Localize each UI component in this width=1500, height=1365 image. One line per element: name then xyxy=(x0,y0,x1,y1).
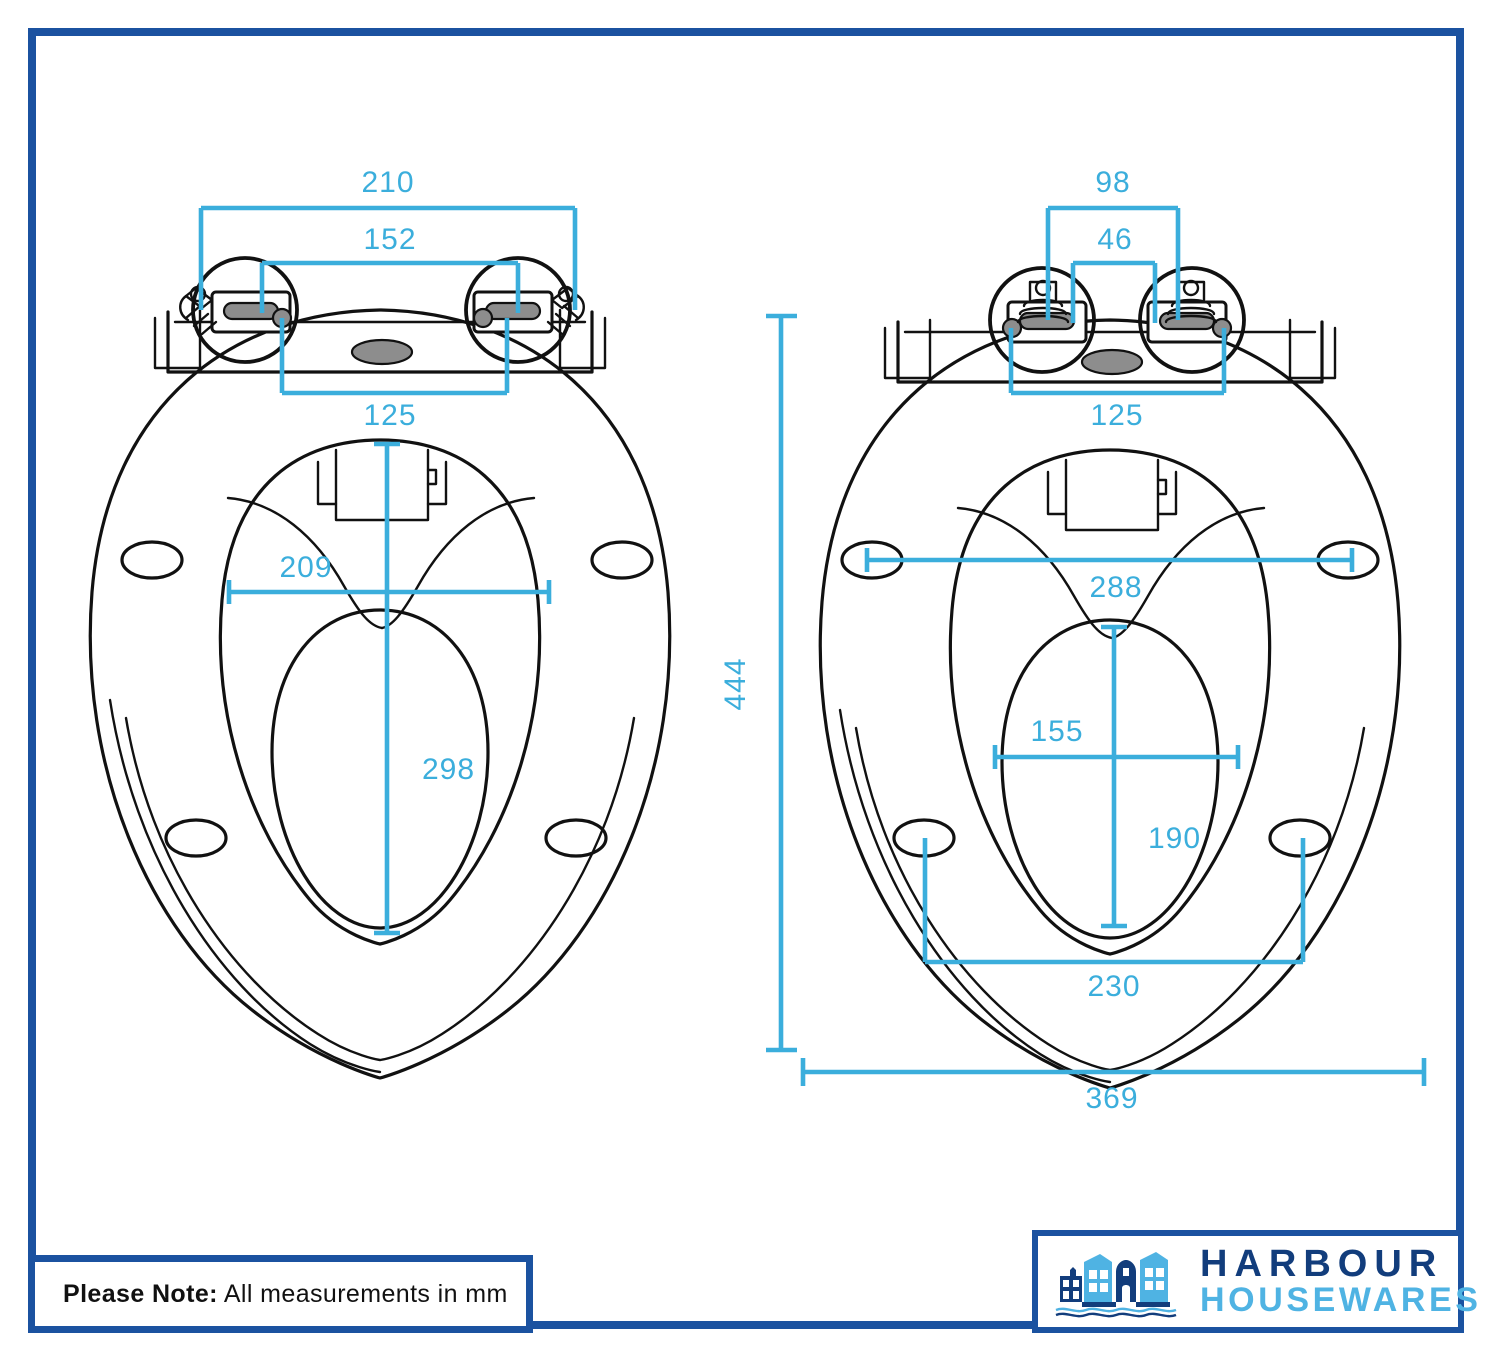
seat-bracket-tab-right-right xyxy=(1156,470,1178,516)
lid-rim-offset xyxy=(124,716,636,1062)
seat-hinge-cap-right xyxy=(1288,326,1337,380)
seat-ring-inner-opening-right xyxy=(1000,618,1220,940)
seat-centre-bumper xyxy=(1080,348,1144,376)
brand-name-primary: HARBOUR xyxy=(1200,1242,1444,1285)
note-body: All measurements in mm xyxy=(217,1279,508,1308)
brand-wordmark: HARBOUR HOUSEWARES xyxy=(1192,1245,1482,1319)
lid-centre-bumper xyxy=(350,338,414,366)
dimension-152: 152 xyxy=(259,223,521,313)
note-text-line: Please Note: All measurements in mm xyxy=(63,1280,508,1309)
seat-bracket-tab-left-right xyxy=(1046,470,1068,516)
dimension-190: 190 xyxy=(1101,624,1201,929)
quay-right xyxy=(1136,1301,1170,1307)
hinge-bolt-eye-left xyxy=(189,285,207,303)
seat-hinge-bracket xyxy=(334,448,430,522)
dimension-label-369: 369 xyxy=(1085,1082,1138,1115)
dimension-label-230: 230 xyxy=(1087,970,1140,1003)
dimension-label-298: 298 xyxy=(422,753,475,786)
dimension-98: 98 xyxy=(1045,166,1181,320)
dimension-label-46: 46 xyxy=(1097,223,1132,256)
brand-logo-box: HARBOUR HOUSEWARES xyxy=(1032,1230,1478,1333)
seat-ring-inner-opening xyxy=(270,608,490,930)
hinge-bolt-shank-right-rv xyxy=(1176,280,1206,302)
seat-shoulder-right-right xyxy=(1110,506,1266,640)
seat-ring-outer xyxy=(218,438,542,946)
bumper-lower-right xyxy=(544,818,608,858)
dimension-288: 288 xyxy=(864,548,1355,604)
seat-bracket-tab-right xyxy=(426,460,448,506)
left-view-seat-with-lid: 210 152 125 209 xyxy=(88,166,672,1080)
dimension-230: 230 xyxy=(922,838,1306,1003)
dimension-label-155: 155 xyxy=(1030,715,1083,748)
dimension-46: 46 xyxy=(1070,223,1158,323)
hinge-bolt-eye-right-rv xyxy=(1182,279,1200,297)
seat-bracket-tab-left xyxy=(316,460,338,506)
dimension-label-288: 288 xyxy=(1089,571,1142,604)
hinge-fixing-hole-right xyxy=(472,307,494,329)
lid-hinge-cap-right xyxy=(558,316,607,370)
seat-rim-offset xyxy=(854,726,1366,1072)
dimension-label-152: 152 xyxy=(363,223,416,256)
house-dark-arch xyxy=(1116,1259,1136,1302)
dimension-125-right: 125 xyxy=(1008,328,1227,432)
dimension-label-209: 209 xyxy=(279,551,332,584)
seat-bracket-notch-right xyxy=(1156,478,1168,496)
brand-name-secondary: HOUSEWARES xyxy=(1200,1280,1482,1319)
harbour-houses-icon xyxy=(1055,1251,1177,1317)
dimension-369-overall-width: 369 xyxy=(800,1058,1427,1115)
bumper-upper-right xyxy=(590,540,654,580)
seat-hinge-cap-left xyxy=(883,326,932,380)
bumper-lower-right-right xyxy=(1268,818,1332,858)
seat-bracket-notch xyxy=(426,468,438,486)
hinge-slot-left xyxy=(222,301,280,321)
dimension-label-125-left: 125 xyxy=(363,399,416,432)
dimension-label-98: 98 xyxy=(1095,166,1130,199)
lid-hinge-cap-left xyxy=(153,316,202,370)
seat-ring-outer-right xyxy=(948,448,1272,956)
hinge-detail-right xyxy=(464,256,585,364)
dimension-444-overall-length: 444 xyxy=(719,313,797,1053)
seat-shoulder-right xyxy=(380,496,536,630)
seat-outer-contour xyxy=(818,318,1402,1090)
lid-top-edge xyxy=(166,310,594,374)
dimension-298: 298 xyxy=(374,441,475,936)
bumper-lower-left xyxy=(164,818,228,858)
wave-dark xyxy=(1055,1312,1177,1317)
dimension-label-444: 444 xyxy=(719,657,752,710)
dimension-label-125-right: 125 xyxy=(1090,399,1143,432)
hinge-bolt-shank-left-rv xyxy=(1028,280,1058,302)
dimension-label-210: 210 xyxy=(361,166,414,199)
dimension-210: 210 xyxy=(198,166,578,310)
seat-shoulder-left xyxy=(226,496,384,630)
hinge-detail-left-right-view xyxy=(988,266,1096,374)
seat-hinge-bracket-right xyxy=(1064,458,1160,532)
lid-outer-contour xyxy=(88,308,672,1080)
please-note-box: Please Note: All measurements in mm xyxy=(28,1255,533,1333)
quay-left xyxy=(1082,1301,1116,1307)
note-label: Please Note: xyxy=(63,1279,218,1308)
seat-rim-offset-left xyxy=(838,708,1112,1084)
right-view-seat: 98 46 125 288 xyxy=(818,166,1402,1090)
hinge-detail-left xyxy=(179,256,299,364)
hinge-slot-right xyxy=(484,301,542,321)
dimension-125-left: 125 xyxy=(279,318,510,432)
lid-rim-offset-left xyxy=(108,698,382,1074)
dimension-155: 155 xyxy=(992,715,1241,769)
hinge-detail-right-right-view xyxy=(1138,266,1246,374)
seat-top-edge xyxy=(896,320,1324,384)
dimension-label-190: 190 xyxy=(1148,822,1201,855)
seat-shoulder-left-right xyxy=(956,506,1114,640)
bumper-upper-left xyxy=(120,540,184,580)
wave-light xyxy=(1055,1307,1177,1312)
